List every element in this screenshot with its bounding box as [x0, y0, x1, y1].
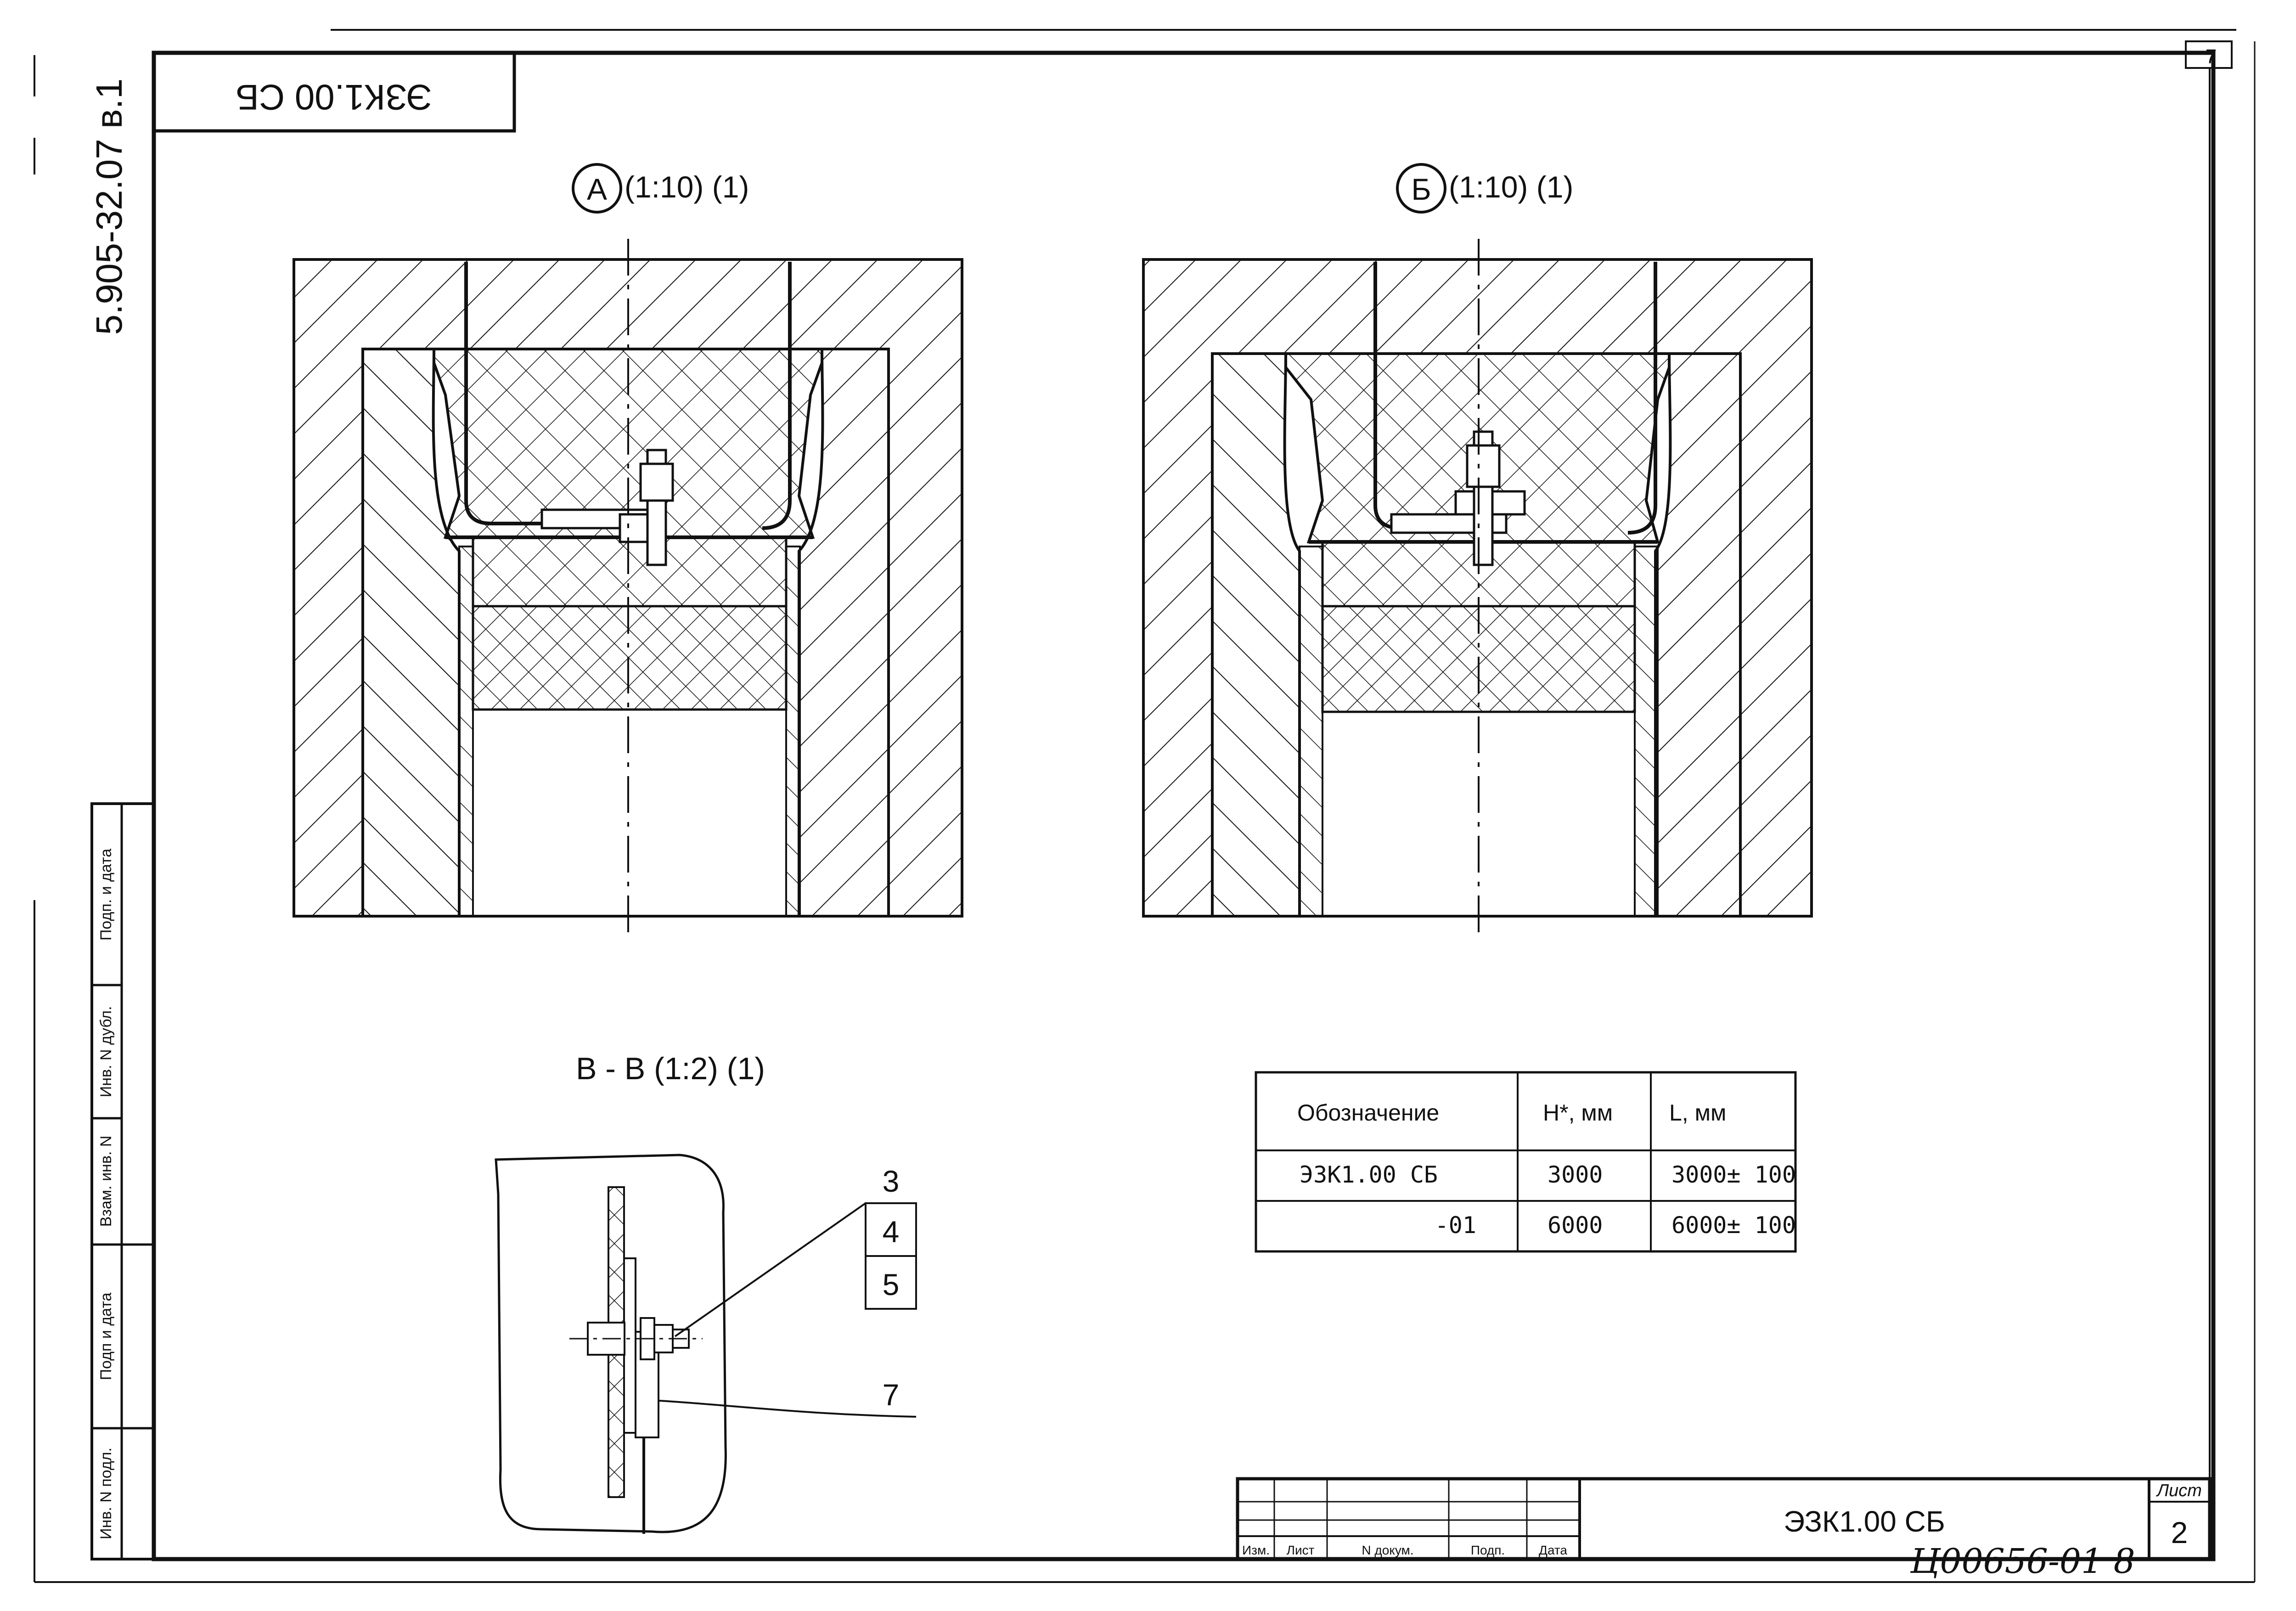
table-row-2-h: 6000	[1548, 1212, 1603, 1239]
tb-list-label: Лист	[1287, 1543, 1315, 1557]
callout-4: 4	[883, 1215, 900, 1249]
section-vv-title: В - В (1:2) (1)	[576, 1051, 765, 1086]
strip-inv-podl: Инв. N подл.	[97, 1448, 115, 1539]
table-row-2-designation: -01	[1435, 1212, 1476, 1239]
callout-5: 5	[883, 1267, 900, 1301]
top-stamp-text: ЭЗК1.00 СБ	[236, 77, 433, 118]
view-b-scale: (1:10) (1)	[1449, 170, 1573, 204]
strip-podp-data-1: Подп и дата	[97, 1292, 115, 1380]
side-code: 5.905-32.07 в.1	[89, 79, 129, 335]
table-row-1-h: 3000	[1548, 1161, 1603, 1188]
handwritten-number: Ц00656-01 8	[1910, 1542, 2135, 1581]
sheet-corner-number: 7	[2206, 45, 2217, 68]
view-a: А (1:10) (1)	[293, 163, 963, 941]
view-a-scale: (1:10) (1)	[625, 170, 749, 204]
tb-designation: ЭЗК1.00 СБ	[1784, 1505, 1945, 1538]
tb-data-label: Дата	[1539, 1543, 1567, 1557]
designation-table: Обозначение Н*, мм L, мм ЭЗК1.00 СБ 3000…	[1255, 1071, 1797, 1253]
tb-ndokum-label: N докум.	[1362, 1543, 1413, 1557]
table-header-l: L, мм	[1669, 1100, 1726, 1126]
table-row-1-designation: ЭЗК1.00 СБ	[1300, 1161, 1438, 1188]
view-b: Б (1:10) (1)	[1142, 163, 1813, 941]
section-vv: В - В (1:2) (1) 3 4 5 7	[495, 1051, 917, 1534]
table-row-1-l: 3000± 100	[1671, 1161, 1796, 1188]
table-row-2-l: 6000± 100	[1671, 1212, 1796, 1239]
callout-3: 3	[883, 1164, 900, 1198]
tb-sheet-number: 2	[2171, 1515, 2188, 1549]
strip-vzam-inv: Взам. инв. N	[97, 1136, 115, 1227]
table-header-designation: Обозначение	[1297, 1100, 1439, 1126]
tb-izm-label: Изм.	[1242, 1543, 1270, 1557]
view-a-letter: А	[587, 172, 607, 206]
title-block: Изм. Лист N докум. Подп. Дата ЭЗК1.00 СБ…	[1236, 1477, 2212, 1561]
callout-7: 7	[883, 1378, 900, 1412]
strip-inv-dubl: Инв. N дубл.	[97, 1006, 115, 1098]
strip-podp-data-2: Подп. и дата	[97, 849, 115, 941]
top-stamp: ЭЗК1.00 СБ	[152, 51, 516, 133]
table-header-h: Н*, мм	[1543, 1100, 1613, 1126]
view-b-letter: Б	[1411, 172, 1431, 206]
left-strip: Инв. N подл. Подп и дата Взам. инв. N Ин…	[90, 802, 155, 1560]
tb-sheet-label: Лист	[2155, 1481, 2202, 1500]
sheet-corner: 7	[2185, 40, 2233, 69]
tb-podp-label: Подп.	[1471, 1543, 1505, 1557]
